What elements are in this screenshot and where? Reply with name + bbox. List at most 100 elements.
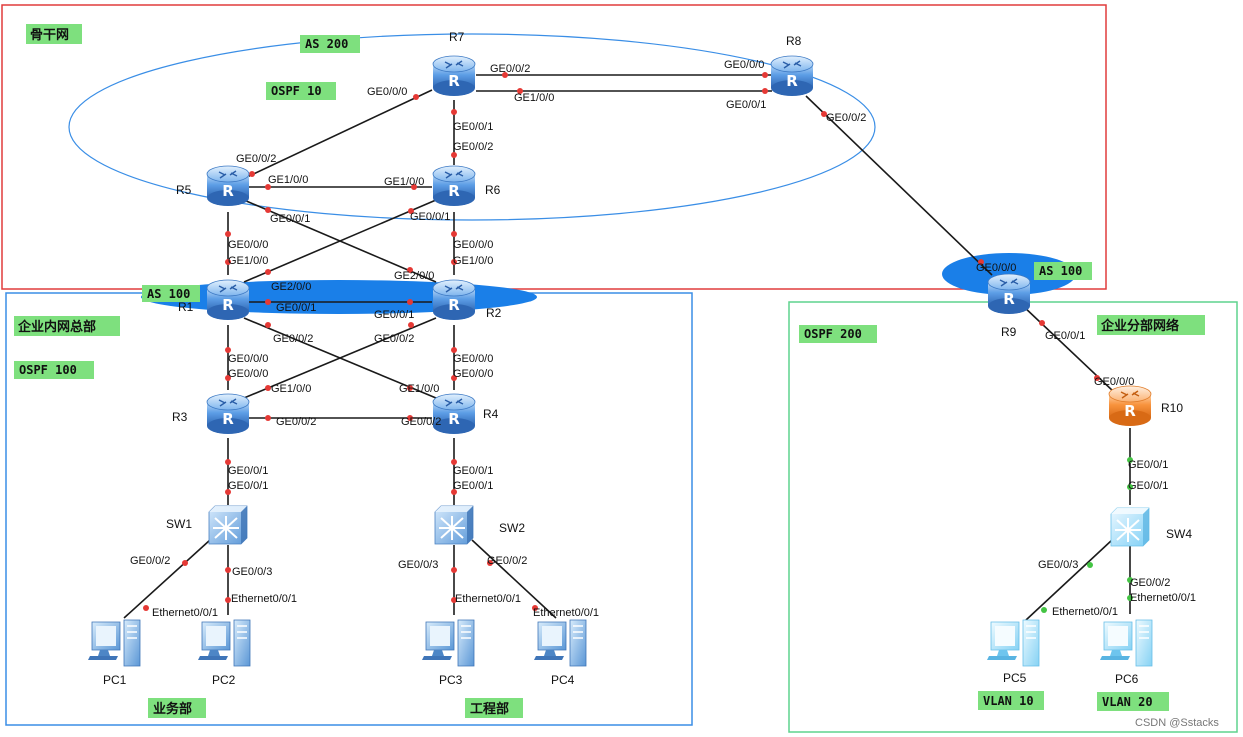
port-label: Ethernet0/0/1 bbox=[1130, 592, 1196, 604]
node-label-sw2: SW2 bbox=[499, 521, 525, 535]
port-label: GE0/0/2 bbox=[374, 333, 414, 345]
pc-icon-pc1[interactable] bbox=[87, 619, 141, 667]
node-label-r5: R5 bbox=[176, 183, 192, 197]
port-label: Ethernet0/0/1 bbox=[455, 593, 521, 605]
port-label: GE0/0/1 bbox=[374, 309, 414, 321]
port-label: GE2/0/0 bbox=[271, 281, 311, 293]
node-label-r8: R8 bbox=[786, 34, 802, 48]
router-icon-r7[interactable] bbox=[432, 55, 476, 97]
pc-icon-pc2[interactable] bbox=[197, 619, 251, 667]
port-label: GE1/0/0 bbox=[228, 255, 268, 267]
switch-icon-sw2[interactable] bbox=[434, 505, 474, 545]
business-dept-label: 业务部 bbox=[153, 701, 192, 717]
port-label: GE0/0/1 bbox=[726, 99, 766, 111]
node-label-pc4: PC4 bbox=[551, 673, 575, 687]
port-label: GE0/0/2 bbox=[490, 63, 530, 75]
node-label-pc3: PC3 bbox=[439, 673, 463, 687]
port-label: GE0/0/0 bbox=[453, 353, 493, 365]
port-label: GE0/0/1 bbox=[453, 465, 493, 477]
pc-icon-pc3[interactable] bbox=[421, 619, 475, 667]
node-label-r2: R2 bbox=[486, 306, 502, 320]
router-icon-r3[interactable] bbox=[206, 393, 250, 435]
port-label: GE0/0/1 bbox=[453, 121, 493, 133]
port-label: GE0/0/2 bbox=[453, 141, 493, 153]
router-icon-r6[interactable] bbox=[432, 165, 476, 207]
port-label: GE1/0/0 bbox=[268, 174, 308, 186]
port-label: Ethernet0/0/1 bbox=[231, 593, 297, 605]
router-icon-r10[interactable] bbox=[1108, 385, 1152, 427]
node-label-r10: R10 bbox=[1161, 401, 1183, 415]
router-icon-r9[interactable] bbox=[987, 273, 1031, 315]
port-label: GE0/0/2 bbox=[273, 333, 313, 345]
port-label: GE1/0/0 bbox=[271, 383, 311, 395]
port-label: GE0/0/2 bbox=[401, 416, 441, 428]
node-label-sw1: SW1 bbox=[166, 517, 192, 531]
ospf-100-label: OSPF 100 bbox=[19, 363, 77, 377]
router-icon-r2[interactable] bbox=[432, 279, 476, 321]
port-label: GE0/0/0 bbox=[228, 239, 268, 251]
pc-icon-pc5[interactable] bbox=[986, 619, 1040, 667]
router-icon-r1[interactable] bbox=[206, 279, 250, 321]
as-100-hq-ellipse bbox=[141, 280, 537, 314]
link-sw1-pc1 bbox=[123, 539, 211, 619]
port-label: GE0/0/0 bbox=[453, 368, 493, 380]
pc-icon-pc6[interactable] bbox=[1099, 619, 1153, 667]
port-label: GE0/0/2 bbox=[276, 416, 316, 428]
link-layer bbox=[123, 74, 1131, 621]
port-label: GE0/0/0 bbox=[453, 239, 493, 251]
port-label: GE0/0/1 bbox=[1045, 330, 1085, 342]
port-label: GE0/0/1 bbox=[276, 302, 316, 314]
node-label-pc6: PC6 bbox=[1115, 672, 1139, 686]
ospf-10-area-outline bbox=[68, 33, 876, 221]
backbone-area-label: 骨干网 bbox=[30, 28, 69, 43]
port-label: GE0/0/1 bbox=[270, 213, 310, 225]
port-label: GE0/0/3 bbox=[1038, 559, 1078, 571]
port-label: GE1/0/0 bbox=[514, 92, 554, 104]
link-r6-r1 bbox=[243, 199, 437, 283]
node-label-r9: R9 bbox=[1001, 325, 1017, 339]
link-r8-r9 bbox=[805, 95, 993, 276]
link-r7-r5 bbox=[244, 89, 433, 179]
port-label: Ethernet0/0/1 bbox=[533, 607, 599, 619]
as-100-hq-label: AS 100 bbox=[147, 287, 190, 301]
hq-area-label: 企业内网总部 bbox=[17, 319, 96, 335]
port-label: GE0/0/1 bbox=[1128, 459, 1168, 471]
port-label: GE2/0/0 bbox=[394, 270, 434, 282]
watermark-text: CSDN @Sstacks bbox=[1135, 717, 1219, 729]
port-label: GE0/0/0 bbox=[228, 353, 268, 365]
router-icon-r4[interactable] bbox=[432, 393, 476, 435]
node-label-pc1: PC1 bbox=[103, 673, 127, 687]
port-label: GE0/0/1 bbox=[228, 465, 268, 477]
port-label: GE0/0/2 bbox=[826, 112, 866, 124]
port-label: GE1/0/0 bbox=[384, 176, 424, 188]
port-label: GE0/0/0 bbox=[1094, 376, 1134, 388]
vlan-10-label: VLAN 10 bbox=[983, 694, 1034, 708]
router-icon-r5[interactable] bbox=[206, 165, 250, 207]
port-label: GE0/0/2 bbox=[236, 153, 276, 165]
port-label: GE0/0/0 bbox=[724, 59, 764, 71]
port-label: GE0/0/2 bbox=[1130, 577, 1170, 589]
switch-icon-sw1[interactable] bbox=[208, 505, 248, 545]
port-label: GE1/0/0 bbox=[453, 255, 493, 267]
port-label: GE0/0/0 bbox=[367, 86, 407, 98]
engineering-dept-label: 工程部 bbox=[470, 701, 509, 717]
port-label: GE0/0/1 bbox=[410, 211, 450, 223]
as-100-branch-label: AS 100 bbox=[1039, 264, 1082, 278]
node-label-r4: R4 bbox=[483, 407, 499, 421]
port-label: GE0/0/2 bbox=[130, 555, 170, 567]
tag-layer bbox=[14, 24, 1205, 718]
ospf-200-label: OSPF 200 bbox=[804, 327, 862, 341]
ospf-10-label: OSPF 10 bbox=[271, 84, 322, 98]
hq-area-border bbox=[5, 292, 693, 726]
router-icon-r8[interactable] bbox=[770, 55, 814, 97]
port-label: GE0/0/1 bbox=[228, 480, 268, 492]
port-label: GE0/0/1 bbox=[453, 480, 493, 492]
node-label-r6: R6 bbox=[485, 183, 501, 197]
port-label: GE0/0/3 bbox=[232, 566, 272, 578]
branch-area-label: 企业分部网络 bbox=[1100, 318, 1179, 334]
port-label: GE0/0/0 bbox=[228, 368, 268, 380]
pc-icon-pc4[interactable] bbox=[533, 619, 587, 667]
switch-icon-sw4[interactable] bbox=[1110, 507, 1150, 547]
